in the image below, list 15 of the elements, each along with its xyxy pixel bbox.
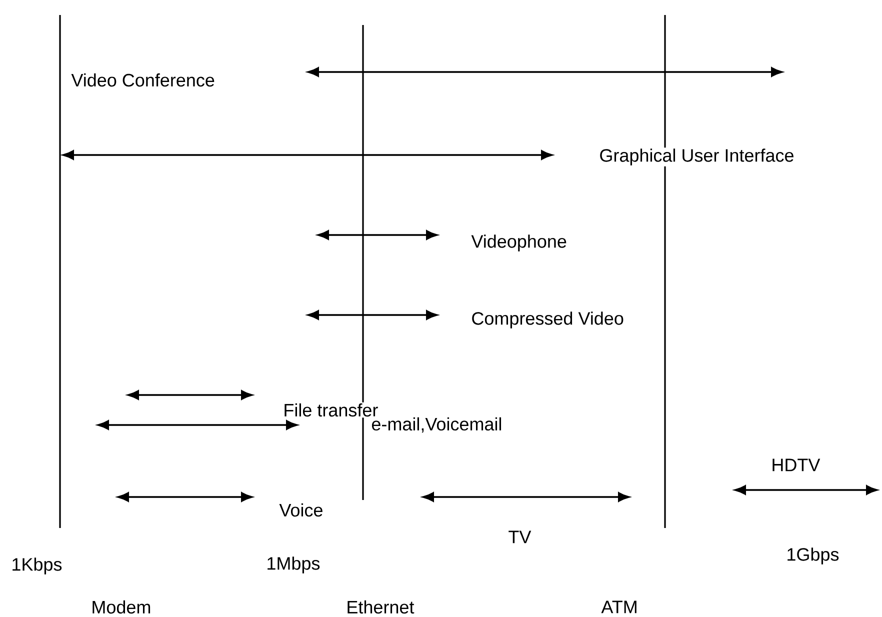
label: Voice xyxy=(278,502,324,518)
label: HDTV xyxy=(770,458,822,472)
label: Videophone xyxy=(470,234,568,252)
label: File transfer xyxy=(282,402,380,418)
label: TV xyxy=(507,530,532,544)
label: 1Kbps xyxy=(10,556,64,576)
label: Graphical User Interface xyxy=(598,148,796,166)
label: e-mail,Voicemail xyxy=(370,416,504,434)
label: ATM xyxy=(600,600,639,614)
label: Compressed Video xyxy=(470,310,625,330)
label: Video Conference xyxy=(70,72,216,88)
label: Modem xyxy=(90,599,152,615)
label: 1Mbps xyxy=(265,556,322,574)
label: 1Gbps xyxy=(785,546,840,566)
label: Ethernet xyxy=(345,599,416,615)
